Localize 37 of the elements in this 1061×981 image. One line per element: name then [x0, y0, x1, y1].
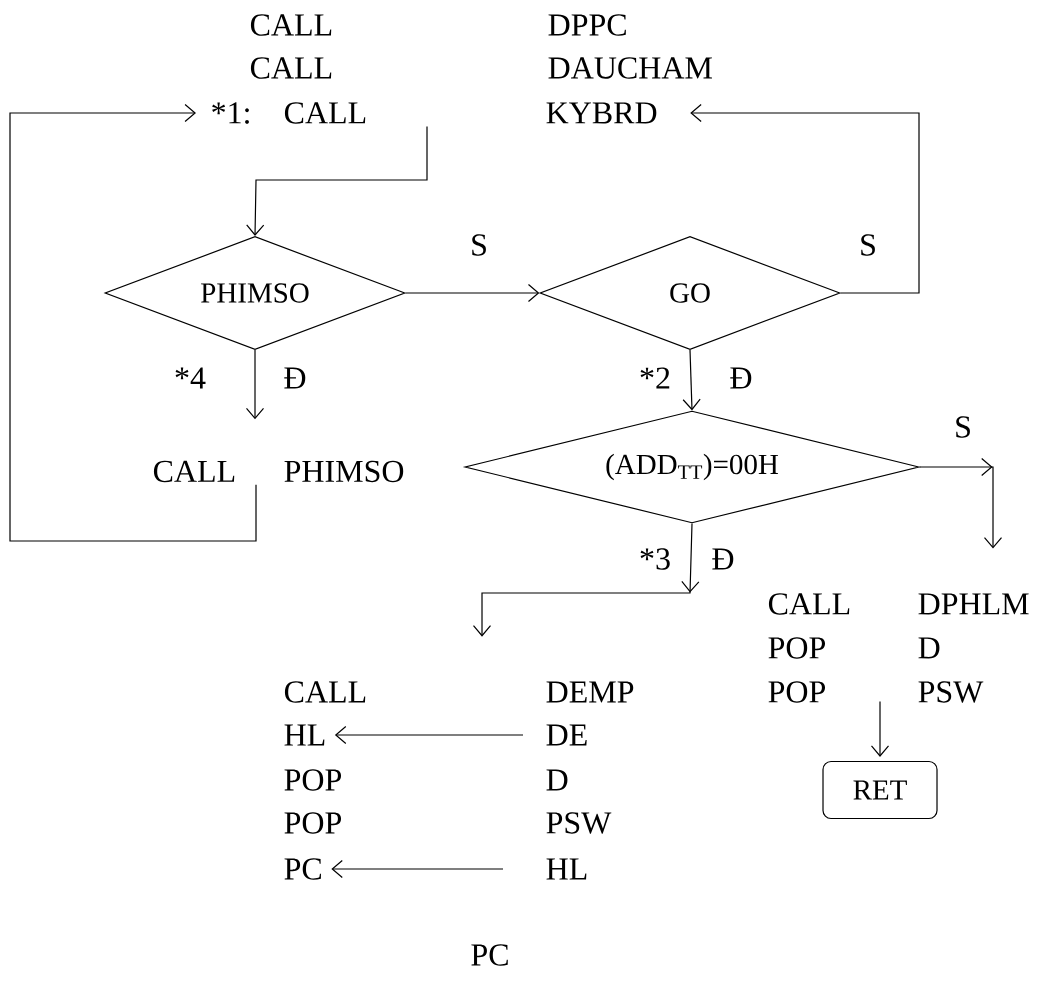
arrow	[246, 125, 428, 236]
edge-label: S	[858, 233, 878, 257]
arrow	[245, 349, 265, 420]
arrow	[472, 523, 700, 637]
register-text: HL	[546, 858, 587, 880]
arrow	[690, 103, 920, 294]
edge-label: S	[953, 415, 973, 439]
arrow	[9, 103, 257, 542]
instruction-text: PSW	[546, 812, 612, 834]
instruction-text: PC	[471, 944, 508, 966]
arrow	[682, 349, 701, 411]
instruction-text: POP	[284, 812, 341, 834]
instruction-text: CALL PHIMSO	[153, 460, 404, 483]
step-marker: *3	[640, 548, 670, 570]
instruction-text: DAUCHAM	[548, 57, 712, 79]
edge-label: Đ	[282, 366, 308, 390]
edge-label: Đ	[710, 547, 736, 571]
arrow	[870, 700, 890, 757]
instruction-text: CALL	[250, 57, 332, 79]
instruction-text: CALL	[250, 14, 332, 36]
edge-label: S	[469, 233, 489, 257]
register-text: DE	[546, 724, 587, 746]
arrow	[334, 725, 524, 745]
instruction-text: D	[546, 769, 568, 791]
statement-text: *1: CALL KYBRD	[212, 102, 657, 124]
arrow	[331, 859, 504, 879]
instruction-text: CALL DEMP	[284, 681, 634, 703]
instruction-text: DPPC	[548, 14, 626, 36]
register-text: HL	[284, 724, 325, 746]
edge-label: Đ	[728, 366, 754, 390]
terminal-box: RET	[822, 760, 938, 820]
instruction-text: POP	[284, 769, 341, 791]
step-marker: *2	[640, 367, 670, 389]
arrow	[919, 457, 1003, 549]
arrow	[405, 283, 540, 303]
register-text: PC	[284, 858, 321, 880]
instruction-text: CALL DPHLM POP D POP PSW	[768, 593, 1029, 703]
